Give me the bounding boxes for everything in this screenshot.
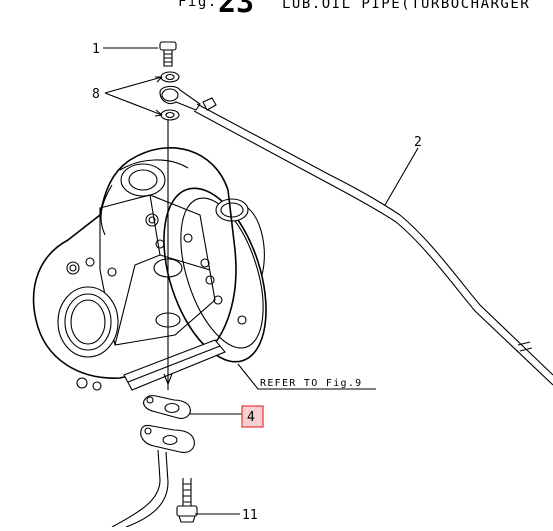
- figure-number: 23: [218, 0, 254, 20]
- bolt-11: [176, 478, 198, 523]
- highlight-box-4: [241, 405, 264, 428]
- banjo-bolt-1: [159, 41, 177, 67]
- callout-4[interactable]: 4: [247, 410, 255, 425]
- callout-labels: 1 2 4 8 11 REFER TO Fig.9: [92, 42, 422, 523]
- oil-pipe-2: [159, 85, 553, 386]
- gasket-4: [143, 395, 191, 419]
- callout-11[interactable]: 11: [242, 508, 258, 523]
- figure-name: LUB.OIL PIPE(TURBOCHARGER: [282, 0, 530, 12]
- leader-lines: [103, 47, 419, 515]
- refer-note: REFER TO Fig.9: [260, 378, 363, 389]
- figure-prefix: Fig.: [178, 0, 218, 10]
- callout-8[interactable]: 8: [92, 87, 100, 102]
- figure-title: Fig. 23 LUB.OIL PIPE(TURBOCHARGER: [178, 0, 530, 20]
- callout-1[interactable]: 1: [92, 42, 100, 57]
- turbocharger-body: [32, 146, 267, 391]
- callout-2[interactable]: 2: [414, 135, 422, 150]
- drain-pipe: [111, 424, 195, 528]
